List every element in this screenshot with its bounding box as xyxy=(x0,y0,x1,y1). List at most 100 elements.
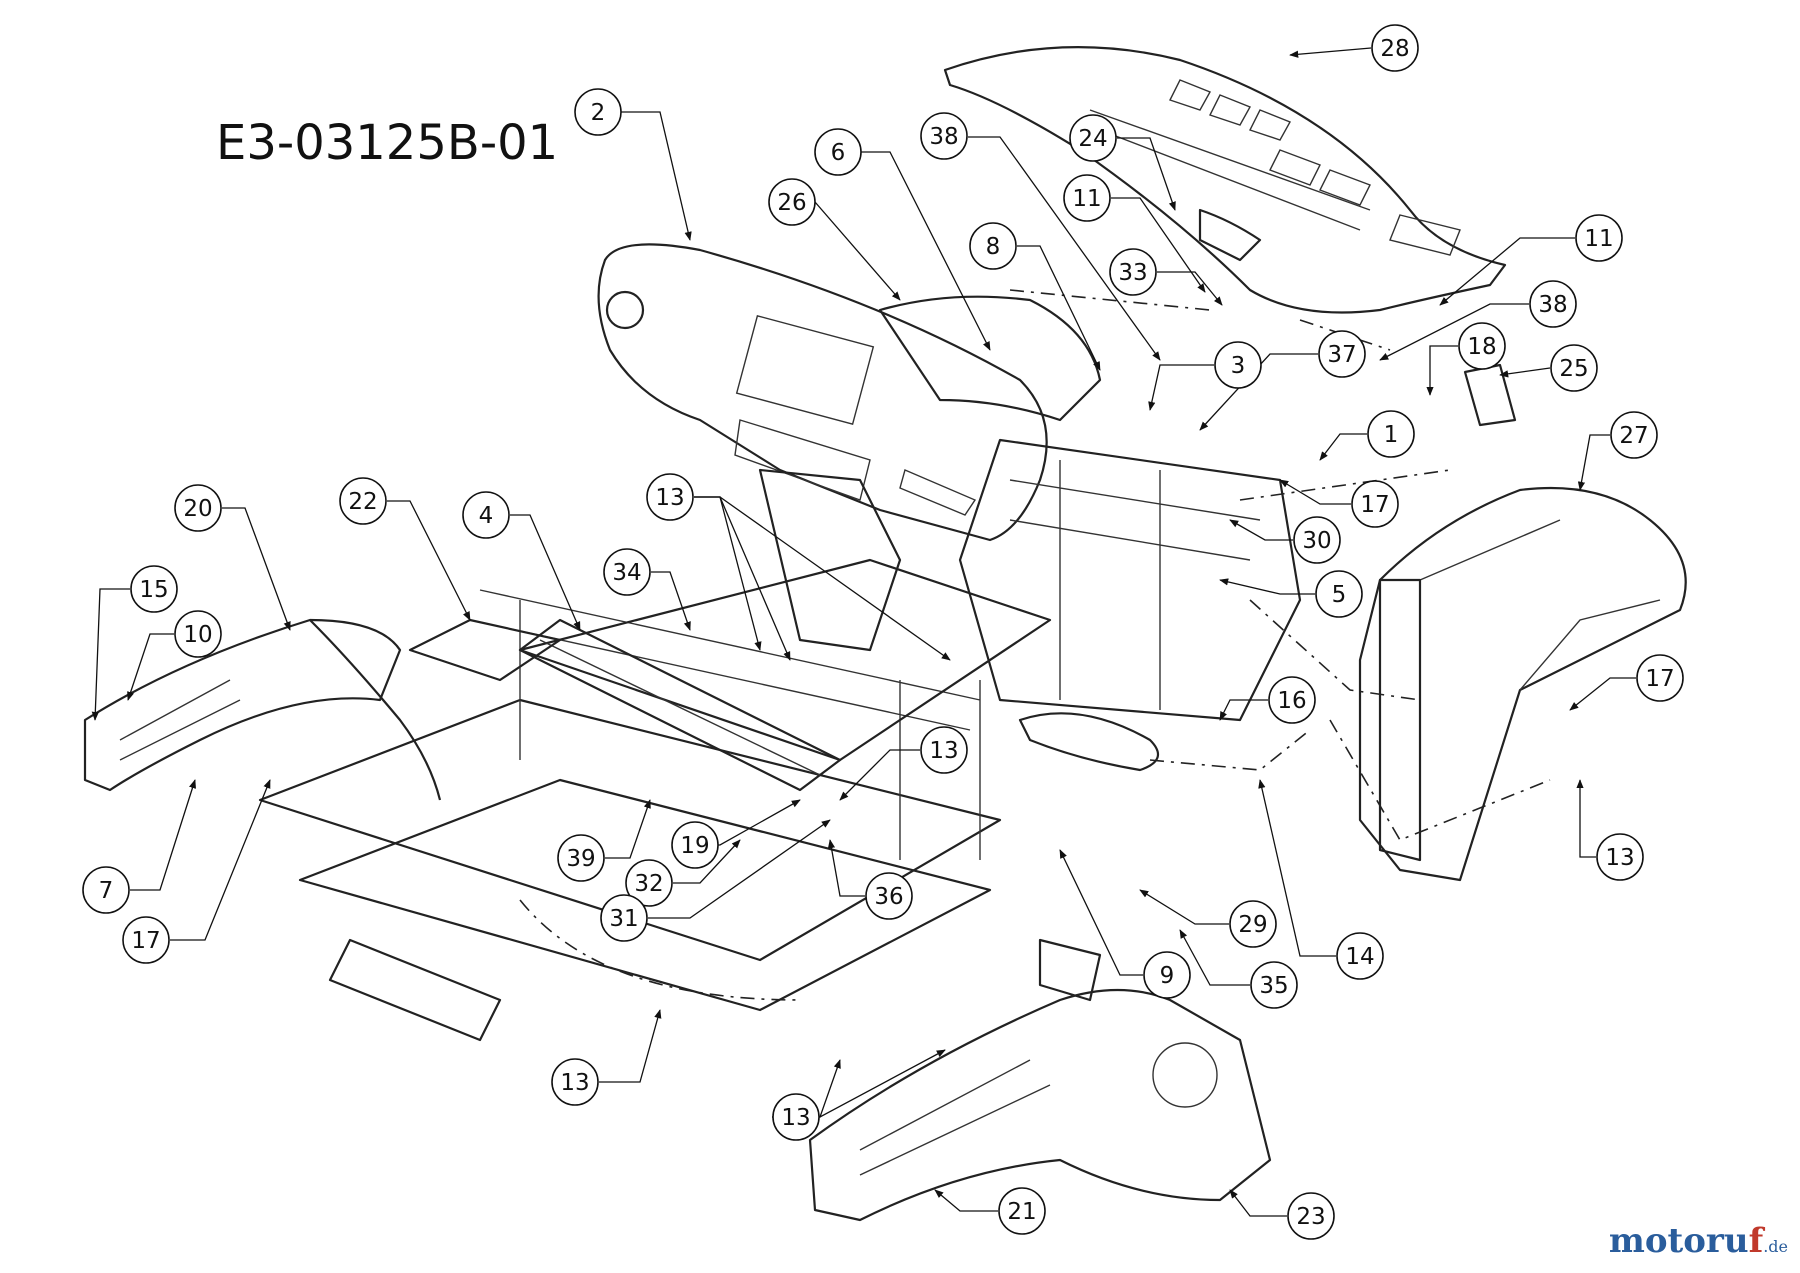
callout-33: 33 xyxy=(1109,248,1157,296)
left-rear-fender-part xyxy=(808,988,1272,1222)
callout-24: 24 xyxy=(1069,114,1117,162)
svg-text:6: 6 xyxy=(831,140,846,166)
callout-36: 36 xyxy=(865,872,913,920)
watermark-suffix: .de xyxy=(1763,1237,1788,1256)
svg-text:2: 2 xyxy=(591,100,606,126)
svg-text:15: 15 xyxy=(139,577,168,603)
left-fender-part xyxy=(83,618,442,801)
callout-17c: 17 xyxy=(122,916,170,964)
callout-19: 19 xyxy=(671,821,719,869)
svg-text:10: 10 xyxy=(183,622,212,648)
right-rear-fender-part xyxy=(1358,486,1687,882)
callout-13b: 13 xyxy=(646,473,694,521)
callout-17b: 17 xyxy=(1636,654,1684,702)
callout-25: 25 xyxy=(1550,344,1598,392)
svg-text:11: 11 xyxy=(1072,186,1101,212)
callout-37: 37 xyxy=(1318,330,1366,378)
svg-text:36: 36 xyxy=(874,884,903,910)
callout-13e: 13 xyxy=(772,1093,820,1141)
svg-text:18: 18 xyxy=(1467,334,1496,360)
callout-6: 6 xyxy=(814,128,862,176)
svg-text:5: 5 xyxy=(1332,582,1347,608)
svg-text:13: 13 xyxy=(929,738,958,764)
svg-text:17: 17 xyxy=(1360,492,1389,518)
svg-text:21: 21 xyxy=(1007,1199,1036,1225)
svg-text:28: 28 xyxy=(1380,36,1409,62)
dashed-connections xyxy=(519,289,1551,1001)
steering-tower-part xyxy=(758,295,1102,652)
callout-4: 4 xyxy=(462,491,510,539)
svg-text:4: 4 xyxy=(479,503,494,529)
callout-1: 1 xyxy=(1367,410,1415,458)
svg-text:24: 24 xyxy=(1078,126,1107,152)
callout-3: 3 xyxy=(1214,341,1262,389)
svg-text:8: 8 xyxy=(986,234,1001,260)
watermark-main: motoru xyxy=(1608,1221,1749,1261)
callout-14: 14 xyxy=(1336,932,1384,980)
svg-text:23: 23 xyxy=(1296,1204,1325,1230)
callout-18: 18 xyxy=(1458,322,1506,370)
watermark-accent: f xyxy=(1748,1221,1764,1261)
callout-10: 10 xyxy=(174,610,222,658)
callout-11a: 11 xyxy=(1063,174,1111,222)
svg-text:16: 16 xyxy=(1277,688,1306,714)
callout-34: 34 xyxy=(603,548,651,596)
svg-text:19: 19 xyxy=(680,833,709,859)
dashboard-part xyxy=(597,243,1048,542)
svg-text:11: 11 xyxy=(1584,226,1613,252)
watermark-logo: motoruf.de xyxy=(1609,1221,1788,1261)
footplate-part xyxy=(408,618,562,682)
svg-text:35: 35 xyxy=(1259,973,1288,999)
callout-9: 9 xyxy=(1143,951,1191,999)
callout-15: 15 xyxy=(130,565,178,613)
callout-39: 39 xyxy=(557,834,605,882)
svg-text:1: 1 xyxy=(1384,422,1399,448)
callouts: 2 6 38 26 8 24 11 33 28 11 38 3 37 18 25… xyxy=(82,24,1684,1240)
svg-text:13: 13 xyxy=(655,485,684,511)
leader-lines xyxy=(91,47,1636,1217)
svg-text:31: 31 xyxy=(609,906,638,932)
callout-29: 29 xyxy=(1229,900,1277,948)
callout-27: 27 xyxy=(1610,411,1658,459)
callout-20: 20 xyxy=(174,484,222,532)
svg-text:26: 26 xyxy=(777,190,806,216)
callout-26: 26 xyxy=(768,178,816,226)
callout-38b: 38 xyxy=(1529,280,1577,328)
callout-38: 38 xyxy=(920,112,968,160)
svg-text:30: 30 xyxy=(1302,528,1331,554)
callout-35: 35 xyxy=(1250,961,1298,1009)
svg-text:3: 3 xyxy=(1231,353,1246,379)
callout-21: 21 xyxy=(998,1187,1046,1235)
svg-text:7: 7 xyxy=(99,878,114,904)
svg-text:13: 13 xyxy=(781,1105,810,1131)
svg-text:20: 20 xyxy=(183,496,212,522)
callout-17a: 17 xyxy=(1351,480,1399,528)
callout-13d: 13 xyxy=(551,1058,599,1106)
callout-11b: 11 xyxy=(1575,214,1623,262)
svg-text:37: 37 xyxy=(1327,342,1356,368)
svg-text:38: 38 xyxy=(929,124,958,150)
diagram-code: E3-03125B-01 xyxy=(216,115,559,171)
svg-text:32: 32 xyxy=(634,871,663,897)
svg-text:13: 13 xyxy=(1605,845,1634,871)
svg-text:13: 13 xyxy=(560,1070,589,1096)
callout-13a: 13 xyxy=(1596,833,1644,881)
callout-2: 2 xyxy=(574,88,622,136)
callout-22: 22 xyxy=(339,477,387,525)
callout-16: 16 xyxy=(1268,676,1316,724)
svg-text:33: 33 xyxy=(1118,260,1147,286)
svg-text:17: 17 xyxy=(131,928,160,954)
callout-23: 23 xyxy=(1287,1192,1335,1240)
hood-part xyxy=(943,46,1507,314)
callout-32: 32 xyxy=(625,859,673,907)
svg-text:34: 34 xyxy=(612,560,641,586)
callout-8: 8 xyxy=(969,222,1017,270)
svg-text:27: 27 xyxy=(1619,423,1648,449)
svg-text:9: 9 xyxy=(1160,963,1175,989)
svg-text:25: 25 xyxy=(1559,356,1588,382)
callout-13c: 13 xyxy=(920,726,968,774)
svg-text:17: 17 xyxy=(1645,666,1674,692)
svg-text:39: 39 xyxy=(566,846,595,872)
battery-cover-part xyxy=(518,618,842,792)
